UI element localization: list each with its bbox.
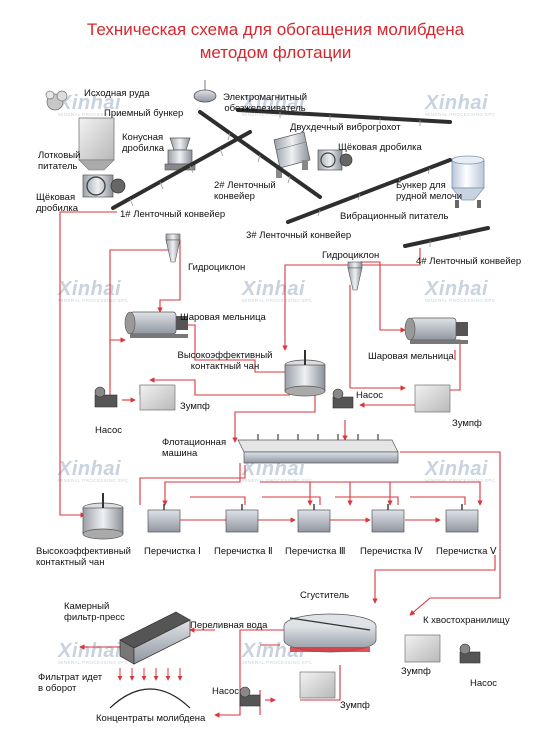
label-jaw-crusher-right: Щёковая дробилка [338,142,422,153]
filter-press-icon [119,611,191,665]
label-sump-left: Зумпф [180,401,210,412]
label-ore: Исходная руда [84,88,150,99]
sump-bottom-icon [299,671,336,699]
label-hydrocyclone-right: Гидроциклон [322,250,380,261]
label-molybdenum-concentrate: Концентраты молибдена [96,713,206,724]
label-cleaner-2: Перечистка Ⅱ [214,546,273,557]
pump-bottom-icon [239,686,261,707]
label-cleaner-1: Перечистка Ⅰ [144,546,201,557]
label-vibrating-feeder: Вибрационный питатель [340,211,449,222]
flow-lines [59,211,501,718]
label-conveyor-4: 4# Ленточный конвейер [416,256,522,267]
conveyor-rollers [129,112,461,247]
label-tailings: К хвостохранилищу [423,615,510,626]
sump-bottom-right-icon [404,634,441,663]
label-sump-bottom: Зумпф [340,700,370,711]
cleaner-cell-4-icon [371,504,405,533]
cleaner-cell-2-icon [225,504,259,533]
thickener-icon [283,613,377,653]
label-cleaner-4: Перечистка Ⅳ [360,546,423,557]
cone-crusher-icon [164,137,196,171]
label-sump-right: Зумпф [452,418,482,429]
hydrocyclone-right-icon [347,261,363,291]
sump-left-icon [139,384,176,411]
receiving-bunker-icon [78,117,115,171]
label-pump-left: Насос [95,425,123,436]
pump-mid-icon [332,388,354,409]
fine-ore-bin-icon [451,155,485,208]
label-sump-bottom-right: Зумпф [401,666,431,677]
jaw-crusher-right-icon [317,149,353,171]
concentrate-pile-icon [109,688,191,709]
concentrate-arrows [117,668,183,681]
label-conveyor-1: 1# Ленточный конвейер [120,209,226,220]
vibrating-screen-icon [273,131,311,178]
pump-left-icon [94,386,118,408]
ore-pile-icon [45,90,68,111]
flotation-machine-icon [237,434,399,464]
ball-mill-right-icon [404,317,468,344]
label-double-screen: Двухдечный виброгрохот [290,122,401,133]
agitation-tank-top-icon [284,350,326,397]
label-hydrocyclone-left: Гидроциклон [188,262,246,273]
diagram-title-line2: методом флотации [199,43,352,62]
ball-mill-left-icon [124,311,188,338]
jaw-crusher-left-icon [82,174,126,198]
label-ball-mill-right: Шаровая мельница [368,351,454,362]
conveyor-belts [111,108,490,248]
label-receiving-bunker: Приемный бункер [104,108,184,119]
label-conveyor-3: 3# Ленточный конвейер [246,230,352,241]
agitation-tank-bottom-icon [82,493,124,540]
label-pump-mid: Насос [356,390,384,401]
label-cleaner-3: Перечистка Ⅲ [285,546,346,557]
label-overflow-water: Переливная вода [190,620,268,631]
pump-bottom-right-icon [459,643,481,664]
cleaner-cell-1-icon [147,504,181,533]
label-pump-bottom-right: Насос [470,678,498,689]
cleaner-cell-3-icon [297,504,331,533]
cleaner-cell-5-icon [445,504,479,533]
label-cleaner-5: Перечистка Ⅴ [436,546,497,557]
diagram-title-line1: Техническая схема для обогащения молибде… [86,20,465,39]
cleaner-cells [147,504,479,533]
label-pump-bottom: Насос [212,686,240,697]
hydrocyclone-left-icon [165,233,181,263]
sump-right-icon [414,384,451,413]
label-thickener: Сгуститель [300,590,350,601]
magnet-icon [193,80,217,103]
label-ball-mill-left: Шаровая мельница [180,312,266,323]
